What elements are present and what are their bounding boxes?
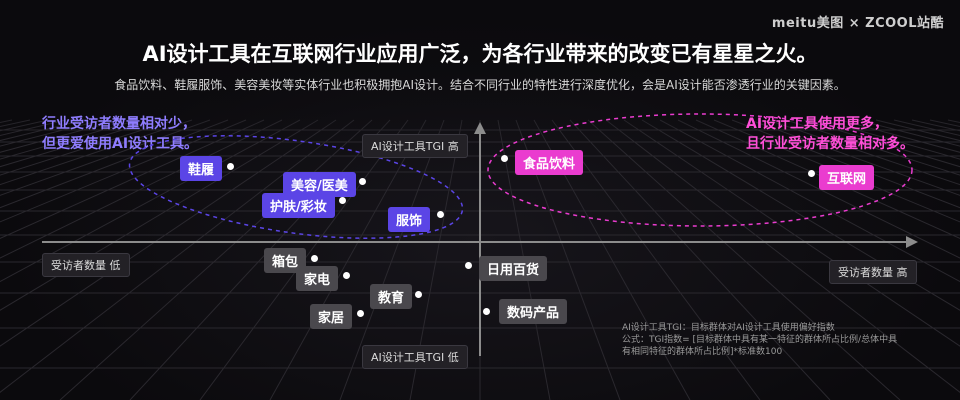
- page-subtitle: 食品饮料、鞋履服饰、美容美妆等实体行业也积极拥抱AI设计。结合不同行业的特性进行…: [114, 78, 846, 92]
- data-point: [343, 272, 350, 279]
- cluster-ellipse-left: [128, 135, 464, 239]
- data-point: [359, 178, 366, 185]
- y-axis-high-label: AI设计工具TGI 高: [362, 134, 468, 158]
- data-point: [808, 170, 815, 177]
- x-axis-arrow: [906, 236, 918, 248]
- industry-tag: 食品饮料: [515, 150, 584, 175]
- x-axis-high-label: 受访者数量 高: [829, 260, 917, 284]
- y-axis-arrow: [474, 122, 486, 134]
- note-left-line: 行业受访者数量相对少，: [42, 116, 196, 132]
- brand-logo: meitu美图 × ZCOOL站酷: [771, 16, 944, 31]
- cluster-ellipse-right: [487, 113, 913, 227]
- note-left: 行业受访者数量相对少， 但更爱使用AI设计工具。: [42, 114, 198, 154]
- data-point: [483, 308, 490, 315]
- formula-line: AI设计工具TGI：目标群体对AI设计工具使用偏好指数: [622, 323, 835, 333]
- industry-tag: 日用百货: [479, 256, 548, 281]
- data-point: [415, 291, 422, 298]
- industry-tag: 鞋履: [180, 156, 223, 181]
- data-point: [501, 155, 508, 162]
- industry-tag: 数码产品: [499, 299, 568, 324]
- industry-tag: 护肤/彩妆: [262, 193, 335, 218]
- industry-tag: 服饰: [388, 207, 431, 232]
- tgi-formula-note: AI设计工具TGI：目标群体对AI设计工具使用偏好指数 公式：TGI指数= [目…: [622, 322, 897, 358]
- industry-tag: 家电: [296, 266, 339, 291]
- industry-tag: 互联网: [819, 165, 875, 190]
- page-title: AI设计工具在互联网行业应用广泛，为各行业带来的改变已有星星之火。: [142, 42, 818, 66]
- data-point: [311, 255, 318, 262]
- note-left-line: 但更爱使用AI设计工具。: [42, 136, 199, 152]
- industry-tag: 教育: [370, 284, 413, 309]
- data-point: [357, 310, 364, 317]
- industry-tag: 家居: [310, 304, 353, 329]
- data-point: [339, 197, 346, 204]
- data-point: [227, 163, 234, 170]
- data-point: [465, 262, 472, 269]
- industry-tag: 美容/医美: [283, 172, 356, 197]
- x-axis-low-label: 受访者数量 低: [42, 253, 130, 277]
- formula-line: 公式：TGI指数= [目标群体中具有某一特征的群体所占比例/总体中具: [622, 335, 898, 345]
- note-right-line: 且行业受访者数量相对多。: [746, 136, 914, 152]
- y-axis-low-label: AI设计工具TGI 低: [362, 345, 468, 369]
- formula-line: 有相同特征的群体所占比例]*标准数100: [622, 347, 783, 357]
- data-point: [437, 211, 444, 218]
